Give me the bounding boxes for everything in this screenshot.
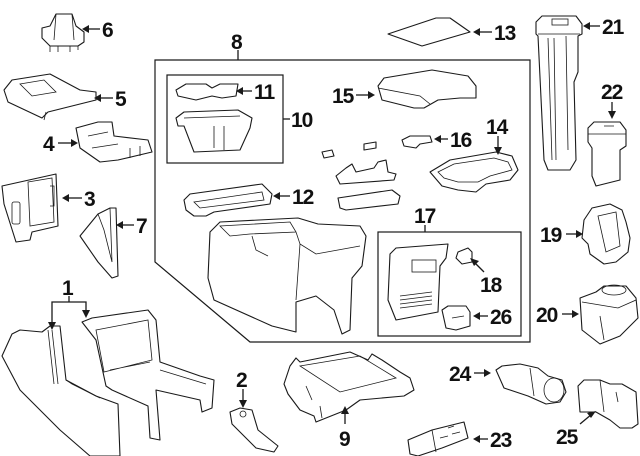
part-6-shift-boot-housing[interactable] [41, 13, 85, 52]
part-7-arrowhead [116, 221, 123, 229]
part-25-arrowhead [587, 411, 596, 418]
part-24-power-outlet[interactable] [495, 363, 567, 405]
callout-17: 17 [414, 205, 436, 228]
part-9-mount-bracket[interactable] [283, 351, 415, 423]
callout-10: 10 [291, 109, 313, 132]
part-21-arrowhead [583, 22, 590, 30]
part-1-arrowhead-b [82, 310, 90, 318]
part-12-trim-ring[interactable] [183, 183, 273, 217]
hinge-parts [321, 141, 401, 211]
part-21-switch-housing[interactable] [535, 15, 583, 171]
callout-16: 16 [450, 129, 472, 152]
part-23-arrowhead [473, 435, 480, 443]
callout-26: 26 [490, 306, 512, 329]
part-26-arrowhead [473, 312, 480, 320]
part-19-arrowhead [576, 230, 583, 238]
part-14-arrowhead [494, 147, 502, 155]
callout-18: 18 [480, 274, 503, 297]
callout-3: 3 [84, 188, 95, 211]
part-3-side-panel[interactable] [1, 173, 59, 243]
callout-6: 6 [102, 19, 113, 42]
callout-1: 1 [62, 277, 74, 300]
part-2-arrowhead [239, 400, 247, 408]
part-25-socket-cap[interactable] [577, 379, 639, 429]
part-7-trim-piece[interactable] [79, 207, 119, 279]
part-10-cup-holder-box[interactable] [175, 109, 253, 153]
callout-9: 9 [339, 428, 350, 451]
callout-11: 11 [254, 81, 276, 104]
part-11-cup-holder-insert[interactable] [175, 83, 239, 101]
part-1-console-box-frame[interactable] [81, 309, 215, 441]
part-5-shift-panel[interactable] [3, 73, 97, 121]
callout-23: 23 [490, 429, 512, 452]
part-1-arrowhead-a [48, 322, 56, 330]
part-19-switch-module[interactable] [581, 203, 631, 265]
callout-20: 20 [536, 304, 558, 327]
callout-21: 21 [602, 16, 625, 39]
callout-19: 19 [540, 224, 562, 247]
part-3-arrowhead [62, 194, 69, 202]
callout-22: 22 [601, 81, 623, 104]
part-16-arrowhead [434, 135, 441, 143]
subassembly-17-frame [377, 231, 522, 337]
part-22-switch[interactable] [587, 121, 627, 187]
part-13-console-mat[interactable] [387, 17, 471, 47]
part-20-arrowhead [572, 310, 579, 318]
part-26-usb-port[interactable] [441, 305, 471, 331]
assembly-8-frame [154, 59, 531, 343]
part-24-arrowhead [484, 369, 491, 377]
part-2-bracket[interactable] [229, 407, 279, 453]
part-18-arrowhead [470, 258, 479, 266]
part-9-arrowhead [341, 406, 349, 414]
callout-25: 25 [556, 426, 579, 449]
console-main-body [207, 217, 367, 335]
callout-24: 24 [449, 363, 472, 386]
part-1-console-side-trim[interactable] [1, 325, 121, 456]
part-12-arrowhead [273, 192, 280, 200]
callout-13: 13 [494, 22, 516, 45]
callout-5: 5 [115, 88, 127, 111]
callout-4: 4 [43, 133, 55, 156]
callout-7: 7 [136, 215, 147, 238]
part-22-arrowhead [608, 111, 616, 119]
part-23-switch-panel[interactable] [407, 421, 469, 456]
part-4-arrowhead [71, 139, 78, 147]
part-13-arrowhead [473, 28, 480, 36]
part-11-arrowhead [236, 87, 243, 95]
callout-2: 2 [236, 369, 247, 392]
part-17-side-panel[interactable] [387, 243, 449, 321]
callout-8: 8 [231, 31, 243, 54]
part-15-armrest-lid[interactable] [377, 69, 477, 109]
part-20-rotary-switch[interactable] [579, 284, 639, 345]
part-14-shift-trim-ring[interactable] [429, 151, 519, 193]
part-18-connector[interactable] [455, 247, 473, 265]
callout-15: 15 [332, 85, 355, 108]
part-4-bracket[interactable] [75, 121, 153, 163]
part-5-arrowhead [94, 94, 101, 102]
callout-14: 14 [486, 116, 509, 139]
part-15-arrowhead [368, 91, 375, 99]
callout-12: 12 [292, 186, 314, 209]
part-16-clip[interactable] [401, 135, 433, 149]
part-6-arrowhead [82, 25, 89, 33]
part-1-leader [51, 301, 87, 326]
